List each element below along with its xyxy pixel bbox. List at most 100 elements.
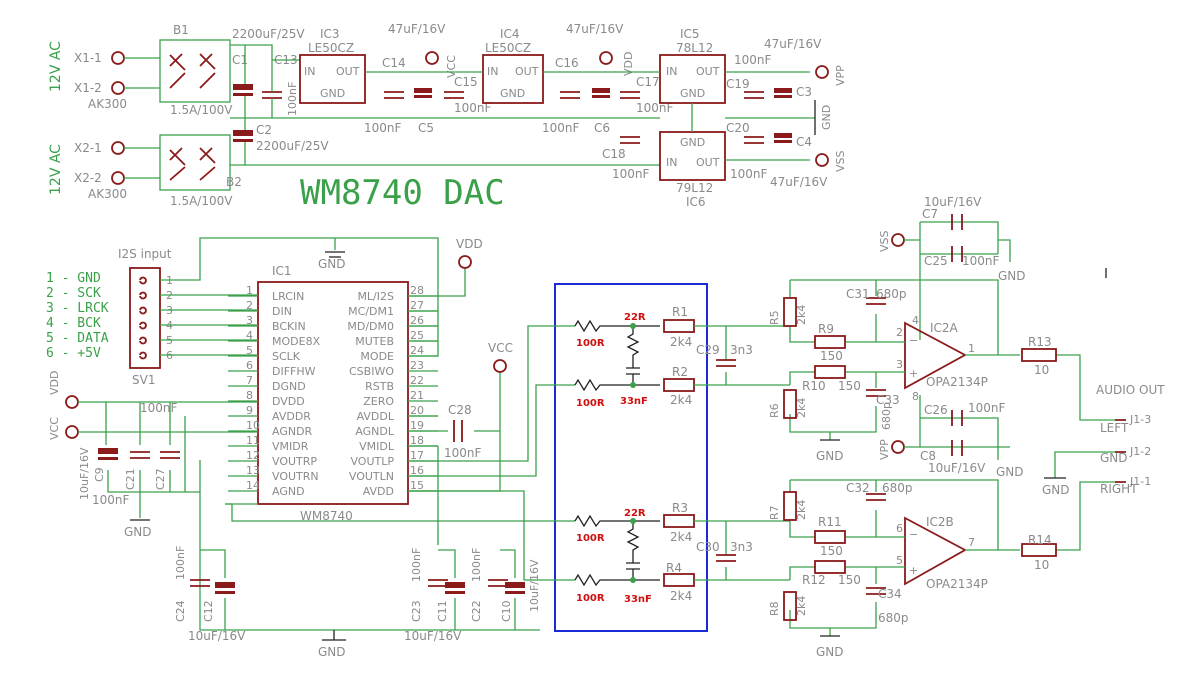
filter-box	[554, 283, 708, 632]
b1-outline	[159, 39, 231, 103]
i2s-legend-item: 2 - SCK	[46, 286, 101, 301]
svg-text:−: −	[909, 528, 918, 541]
c28-value: 100nF	[444, 446, 482, 460]
jack-pins	[1115, 419, 1126, 483]
x2-wires	[124, 147, 160, 179]
ic1-pin-number: 8	[246, 389, 253, 402]
r11-body	[814, 530, 846, 544]
ic1-pin-number: 23	[410, 359, 424, 372]
c26-symbol	[951, 410, 963, 426]
ac1-label: 12V AC	[48, 41, 64, 92]
c5-label: C5	[418, 121, 434, 135]
svg-text:6: 6	[896, 522, 903, 535]
r2-body	[663, 378, 695, 392]
r13-label: R13	[1028, 335, 1052, 349]
c34-value: 680p	[878, 611, 909, 625]
c15-label: C15	[454, 75, 478, 89]
ic4-label: IC4	[500, 27, 520, 41]
c3-label: C3	[796, 85, 812, 99]
ak300-1-label: AK300	[88, 97, 127, 111]
ic1-pin-number: 5	[246, 344, 253, 357]
b2-diodes	[169, 147, 216, 181]
reg-wires	[365, 71, 815, 161]
c18-symbol	[620, 136, 640, 144]
c34-symbol	[866, 587, 886, 595]
vdd-flag-left	[65, 395, 79, 409]
power-supply: 12V AC 12V AC X1-1 X1-2 AK300 X2-1 X2-2 …	[48, 22, 847, 213]
c-top-value: 100nF	[140, 401, 178, 415]
sv1-label: SV1	[132, 373, 155, 387]
ic1-pin-number: 7	[246, 374, 253, 387]
r11-value: 150	[820, 544, 843, 558]
c24-label: C24	[174, 600, 187, 622]
c10-symbol	[505, 582, 525, 588]
c33n-label-1: 33nF	[620, 396, 648, 407]
x2-2-label: X2-2	[74, 171, 102, 185]
audio-out-label: AUDIO OUT	[1096, 383, 1165, 397]
ic1-pin-name: BCKIN	[272, 320, 306, 333]
gnd-op-bottom: GND	[996, 465, 1024, 479]
c10-value: 10uF/16V	[528, 559, 541, 612]
c30-value: 3n3	[730, 540, 753, 554]
sv1-pin-contact	[139, 336, 147, 345]
c26-value: 100nF	[968, 401, 1006, 415]
left-decoupling-wires	[78, 401, 258, 518]
c6-symbol	[592, 88, 610, 93]
ic1-pin-name: CSBIWO	[349, 365, 394, 378]
c22-value: 100nF	[470, 548, 483, 582]
c32-value: 680p	[882, 481, 913, 495]
r8-value: 2k4	[795, 596, 808, 616]
ic1-pin-name: RSTB	[365, 380, 394, 393]
c13-symbol	[262, 91, 282, 99]
r4-label: R4	[666, 561, 682, 575]
ic1-pin-name: ZERO	[363, 395, 394, 408]
c8-symbol	[951, 440, 963, 456]
gnd-ic2a: GND	[816, 449, 844, 463]
c33-value: 680p	[880, 402, 893, 430]
ic1-pin-number: 2	[246, 299, 253, 312]
filter-input-wires	[225, 325, 575, 581]
gnd-ic2b: GND	[816, 645, 844, 659]
ic4-body	[482, 54, 544, 104]
x1-2-label: X1-2	[74, 81, 102, 95]
ic5-out: OUT	[696, 65, 720, 78]
j1-2-label: J1-2	[1129, 445, 1151, 458]
c19-value: 100nF	[734, 53, 772, 67]
ic6-gnd: GND	[680, 136, 705, 149]
b2-label: B2	[226, 175, 242, 189]
ic3-label: IC3	[320, 27, 340, 41]
c25-value: 100nF	[962, 254, 1000, 268]
ic1-pin-number: 6	[246, 359, 253, 372]
ic2a-wires	[789, 279, 1115, 440]
r5-value: 2k4	[795, 305, 808, 325]
ic5-label: IC5	[680, 27, 700, 41]
c7-value: 10uF/16V	[924, 195, 982, 209]
ic2b-opamp	[904, 516, 967, 586]
sv1-pin-contact	[139, 276, 147, 285]
c18-value: 100nF	[612, 167, 650, 181]
vcc-flag-dac	[493, 359, 507, 373]
vss-label-top: VSS	[834, 150, 847, 172]
r9-label: R9	[818, 322, 834, 336]
c6-value: 100nF	[542, 121, 580, 135]
c17-symbol	[620, 91, 640, 99]
vpp-label-op: VPP	[878, 439, 891, 460]
c33-symbol	[866, 389, 886, 397]
c34-label: C34	[878, 587, 902, 601]
c10-label: C10	[500, 600, 513, 622]
r11-label: R11	[818, 515, 842, 529]
ic1-pin-number: 9	[246, 404, 253, 417]
c28-label: C28	[448, 403, 472, 417]
r22-label-1: 22R	[624, 312, 646, 323]
vss-label-op: VSS	[878, 230, 891, 252]
ic1-pin-name: LRCIN	[272, 290, 304, 303]
c31-symbol	[866, 297, 886, 305]
ak300-2-label: AK300	[88, 187, 127, 201]
vcc-label-dac: VCC	[488, 341, 513, 355]
gnd-jack: GND	[1042, 483, 1070, 497]
c30-label: C30	[696, 540, 720, 554]
ac2-label: 12V AC	[48, 144, 64, 195]
r7-value: 2k4	[795, 500, 808, 520]
sv1-pin-contact	[139, 321, 147, 330]
